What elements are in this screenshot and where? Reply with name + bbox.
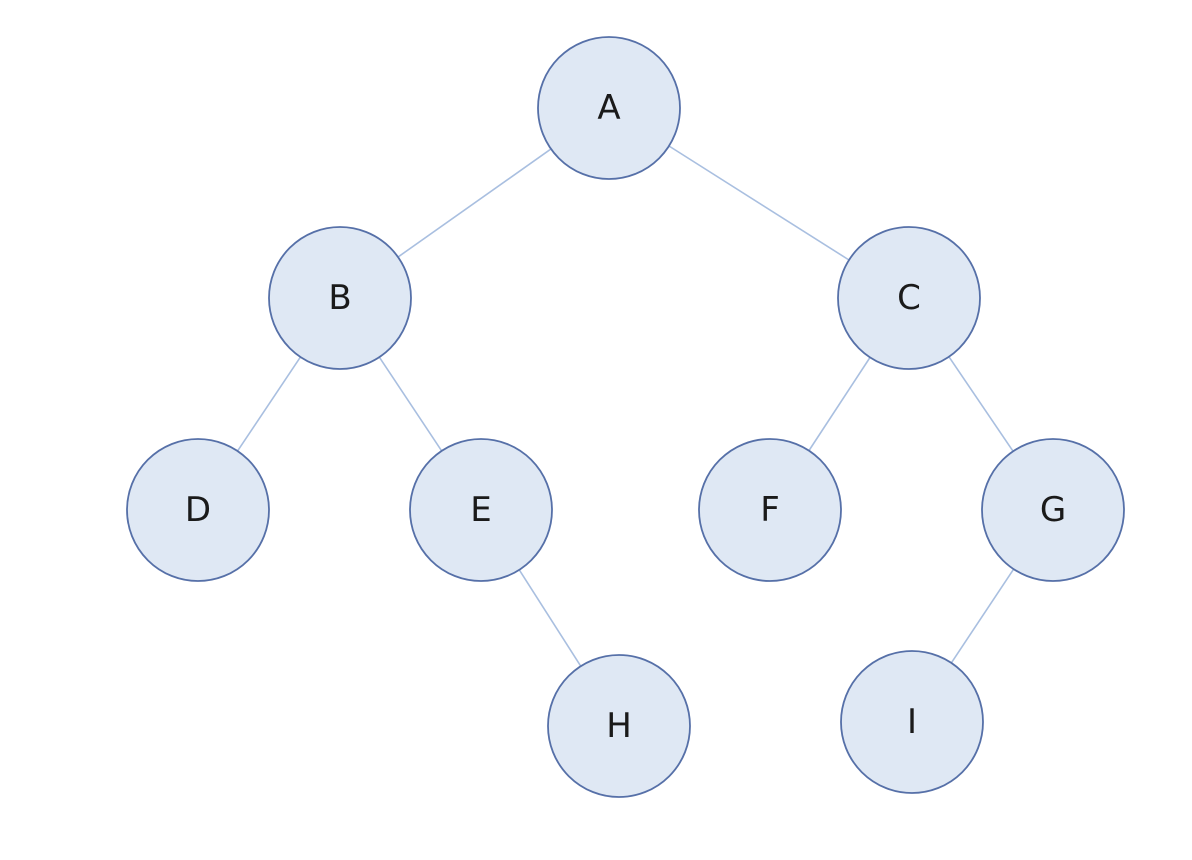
node-c: C: [837, 226, 981, 370]
node-b: B: [268, 226, 412, 370]
node-h: H: [547, 654, 691, 798]
edge-b-e: [378, 356, 443, 452]
node-label: E: [470, 490, 491, 530]
node-circle: [537, 36, 681, 180]
node-circle: [981, 438, 1125, 582]
edge-e-h: [518, 569, 582, 667]
edge-c-g: [948, 356, 1014, 452]
edge-a-c: [668, 145, 850, 261]
node-f: F: [698, 438, 842, 582]
node-g: G: [981, 438, 1125, 582]
node-i: I: [840, 650, 984, 794]
node-circle: [268, 226, 412, 370]
node-label: G: [1040, 490, 1066, 530]
node-label: I: [907, 702, 917, 742]
node-label: F: [760, 490, 780, 530]
node-label: C: [897, 278, 921, 318]
node-a: A: [537, 36, 681, 180]
node-circle: [409, 438, 553, 582]
edge-a-b: [397, 148, 552, 258]
edge-c-f: [808, 356, 871, 452]
node-circle: [698, 438, 842, 582]
edge-b-d: [236, 356, 302, 452]
node-label: H: [606, 706, 632, 746]
node-label: D: [185, 490, 211, 530]
node-label: B: [328, 278, 351, 318]
node-e: E: [409, 438, 553, 582]
node-circle: [837, 226, 981, 370]
edge-g-i: [950, 568, 1015, 664]
node-circle: [126, 438, 270, 582]
tree-edges: [236, 145, 1015, 667]
node-label: A: [597, 88, 620, 128]
node-circle: [547, 654, 691, 798]
tree-nodes: A B C D E F G H I: [126, 36, 1125, 798]
node-circle: [840, 650, 984, 794]
node-d: D: [126, 438, 270, 582]
